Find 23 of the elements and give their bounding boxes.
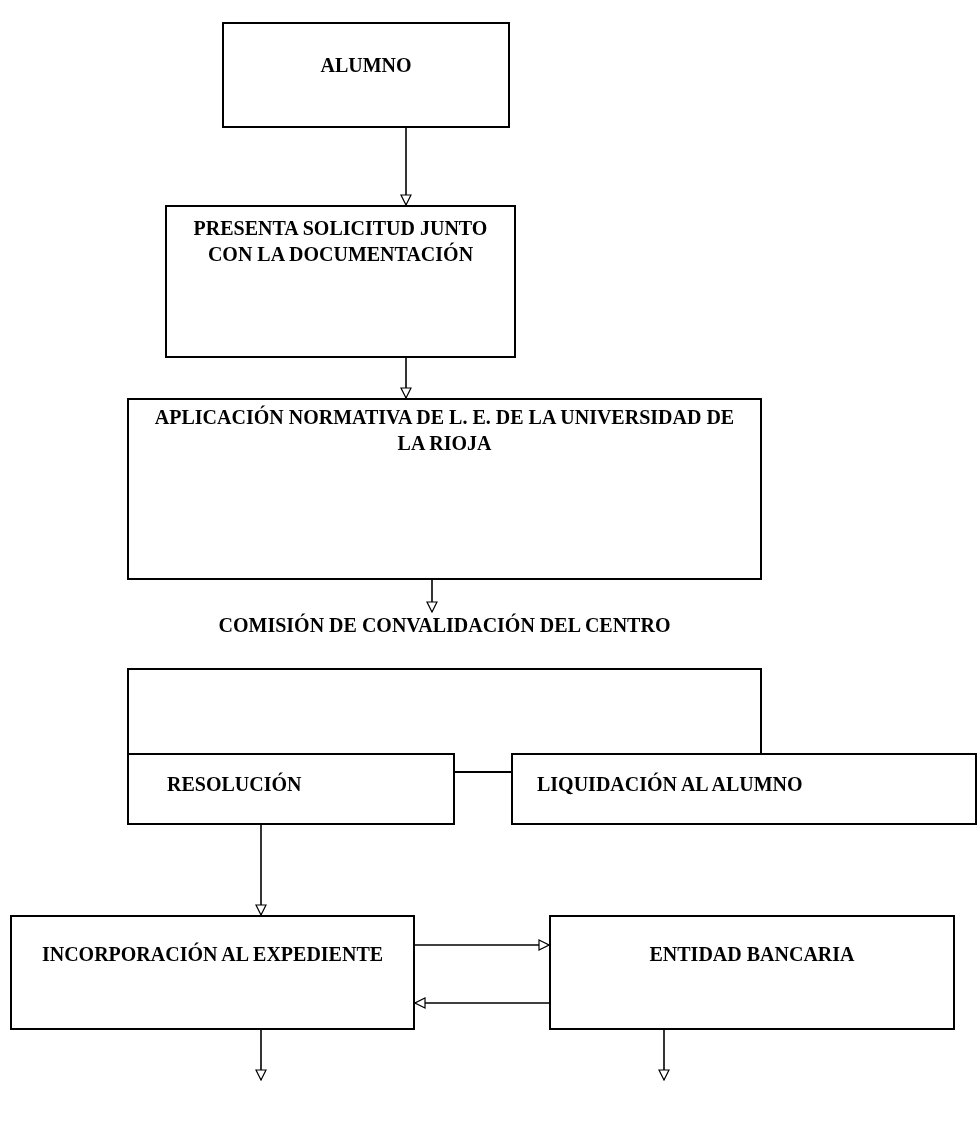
process-box xyxy=(10,915,415,1030)
arrow xyxy=(426,579,438,613)
process-box xyxy=(222,22,510,128)
arrow xyxy=(658,1029,670,1081)
node-label: INCORPORACIÓN AL EXPEDIENTE xyxy=(41,941,384,967)
node-label: ENTIDAD BANCARIA xyxy=(649,942,855,967)
process-box xyxy=(511,753,977,825)
process-box xyxy=(127,398,762,580)
node-label: COMISIÓN DE CONVALIDACIÓN DEL CENTRO xyxy=(218,612,671,638)
node-label: ALUMNO xyxy=(320,53,412,78)
arrow xyxy=(414,939,550,951)
arrow xyxy=(400,127,412,206)
node-label: LIQUIDACIÓN AL ALUMNO xyxy=(537,771,803,797)
process-box xyxy=(127,753,455,825)
node-label: PRESENTA SOLICITUD JUNTO CON LA DOCUMENTACIÓN xyxy=(192,216,489,267)
arrow xyxy=(255,1029,267,1081)
arrow xyxy=(414,997,550,1009)
node-label: APLICACIÓN NORMATIVA DE L. E. DE LA UNIVERSIDAD DE LA RIOJA xyxy=(153,404,736,456)
arrow xyxy=(255,824,267,916)
arrow xyxy=(400,357,412,399)
process-box xyxy=(549,915,955,1030)
process-box xyxy=(165,205,516,358)
node-label: RESOLUCIÓN xyxy=(167,771,302,797)
